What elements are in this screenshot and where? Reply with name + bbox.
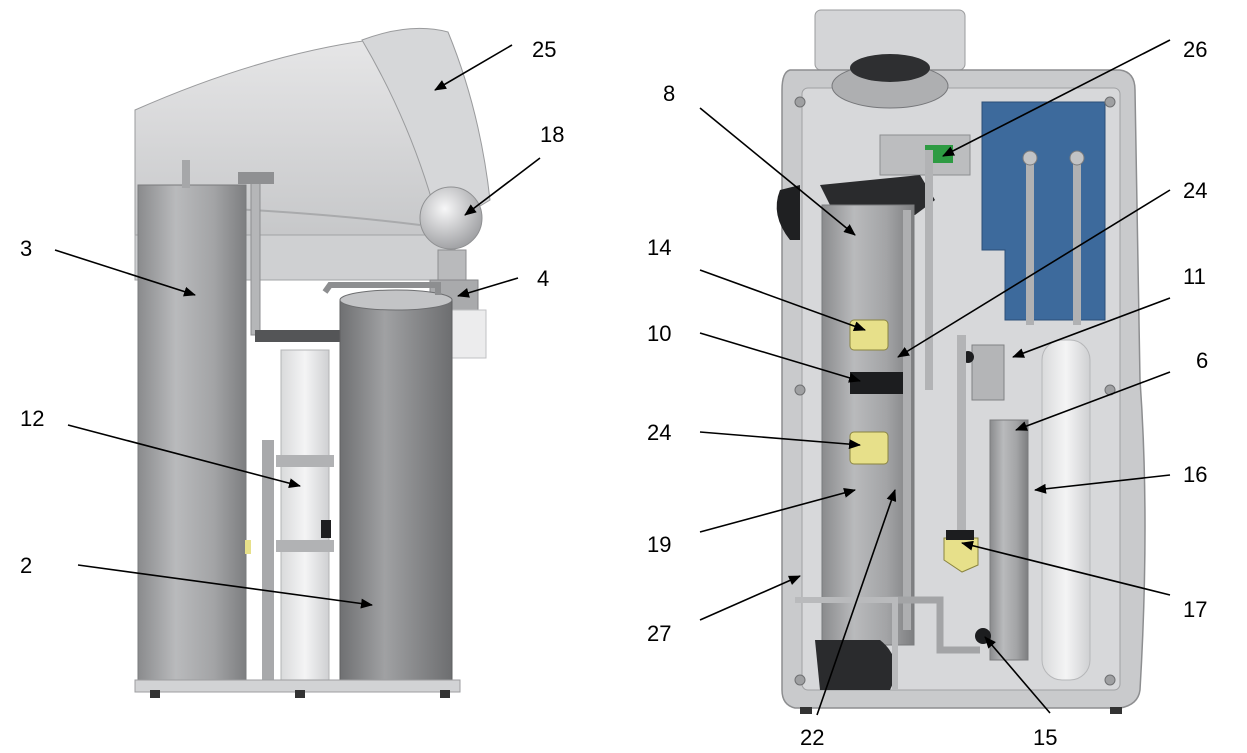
callout-label-4: 4 — [537, 266, 549, 291]
callout-label-11: 11 — [1183, 264, 1206, 289]
leader-12 — [67, 424, 301, 489]
leader-22 — [816, 489, 897, 716]
leader-24b — [897, 189, 1171, 358]
leader-18 — [464, 157, 541, 216]
callout-label-16: 16 — [1183, 462, 1207, 487]
callout-label-25: 25 — [532, 37, 556, 62]
tank-3 — [137, 184, 247, 684]
leader-10 — [699, 332, 861, 383]
callout-label-18: 18 — [540, 122, 564, 147]
leader-4 — [457, 277, 519, 298]
callout-labels: 3 12 2 25 18 4 8 14 10 24 19 27 22 26 24… — [20, 37, 1208, 750]
callout-lines — [54, 39, 1171, 716]
leader-27 — [699, 575, 801, 621]
right-unit-illustration — [776, 9, 1146, 714]
dispenser-ball-18 — [419, 186, 483, 250]
callout-label-24b: 24 — [1183, 178, 1207, 203]
callout-label-8: 8 — [663, 81, 675, 106]
leader-15 — [984, 636, 1051, 714]
leader-24a — [699, 431, 861, 450]
callout-label-15: 15 — [1033, 725, 1057, 750]
black-valve-10 — [850, 372, 910, 394]
callout-label-3: 3 — [20, 236, 32, 261]
leader-14 — [699, 269, 866, 331]
leader-25 — [434, 44, 513, 91]
leader-19 — [699, 488, 856, 533]
callout-label-6: 6 — [1196, 348, 1208, 373]
lid-part-25 — [361, 27, 491, 231]
yellow-connector-24 — [849, 431, 889, 465]
leader-11 — [1012, 297, 1171, 358]
leader-8 — [699, 107, 856, 236]
callout-label-19: 19 — [647, 532, 671, 557]
cylinder-6-16 — [989, 419, 1029, 661]
callout-label-14: 14 — [647, 235, 671, 260]
leader-16 — [1034, 474, 1171, 494]
left-unit-illustration — [134, 27, 491, 698]
callout-label-22: 22 — [800, 725, 824, 750]
yellow-connector-14 — [849, 319, 889, 351]
callout-label-2: 2 — [20, 553, 32, 578]
callout-label-10: 10 — [647, 321, 671, 346]
leader-2 — [77, 564, 373, 609]
callout-label-17: 17 — [1183, 597, 1207, 622]
leader-26 — [942, 39, 1171, 157]
callout-label-26: 26 — [1183, 37, 1207, 62]
callout-label-27: 27 — [647, 621, 671, 646]
cartridge-12 — [280, 349, 330, 681]
tank-2 — [339, 299, 453, 683]
leader-17 — [961, 540, 1171, 596]
callout-label-12: 12 — [20, 406, 44, 431]
leader-3 — [54, 249, 196, 297]
callout-label-24a: 24 — [647, 420, 671, 445]
cylinder-8-19 — [821, 204, 915, 646]
leader-6 — [1015, 371, 1171, 431]
